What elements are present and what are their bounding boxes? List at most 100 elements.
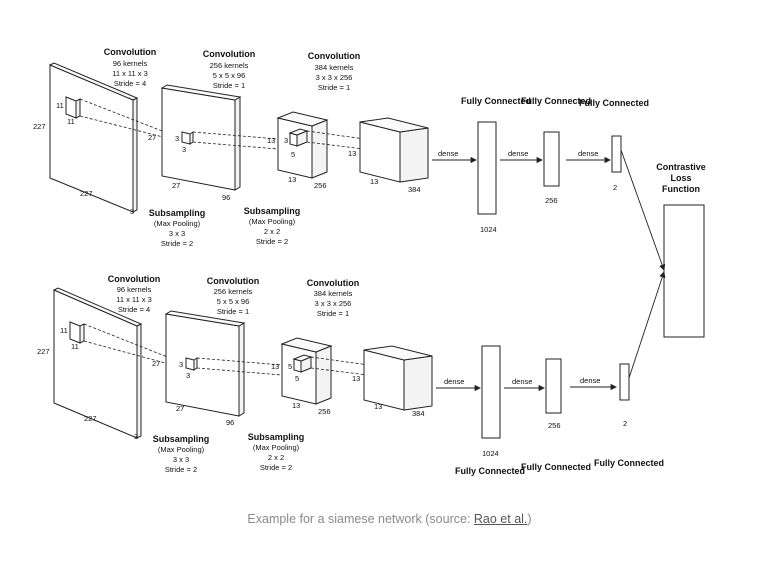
projection-line bbox=[192, 141, 291, 151]
subsampling1-detail: (Max Pooling) bbox=[154, 219, 201, 228]
kernel-1-label-a: 11 bbox=[60, 326, 68, 335]
fc2-title: Fully Connected bbox=[521, 462, 591, 472]
projection-line bbox=[306, 141, 373, 151]
projection-line bbox=[192, 131, 291, 141]
subsampling2-title: Subsampling bbox=[244, 206, 301, 216]
conv1-volume bbox=[165, 313, 240, 417]
input-volume-side bbox=[132, 97, 138, 213]
dense-label: dense bbox=[580, 376, 600, 385]
fc1-title: Fully Connected bbox=[455, 466, 525, 476]
subsampling2-detail: Stride = 2 bbox=[256, 237, 288, 246]
conv1-detail: 96 kernels bbox=[117, 285, 152, 294]
dense-label: dense bbox=[578, 149, 598, 158]
fc1-layer bbox=[477, 121, 497, 215]
fc3-layer bbox=[611, 135, 622, 173]
kernel-1-label-b: 11 bbox=[71, 342, 79, 351]
fc3-title: Fully Connected bbox=[579, 98, 649, 108]
caption-text: Example for a siamese network (source: bbox=[247, 512, 474, 526]
subsampling2-detail: (Max Pooling) bbox=[249, 217, 296, 226]
fc1-size-label: 1024 bbox=[480, 225, 497, 234]
loss-title: Function bbox=[662, 184, 700, 194]
conv1-depth-label: 96 bbox=[226, 418, 234, 427]
kernel-2 bbox=[185, 357, 195, 371]
conv1-volume bbox=[161, 87, 236, 191]
fc2-size-label: 256 bbox=[545, 196, 558, 205]
loss-arrow-top bbox=[620, 149, 666, 271]
conv2-height-label: 13 bbox=[267, 136, 275, 145]
figure-caption: Example for a siamese network (source: R… bbox=[0, 512, 779, 526]
input-depth-label: 3 bbox=[130, 207, 134, 216]
conv3-width-label: 13 bbox=[374, 402, 382, 411]
conv1-height-label: 27 bbox=[152, 359, 160, 368]
branch-top: 227 227 3 11 11 27 27 96 3 3 13 13 256 bbox=[33, 47, 649, 248]
conv3-title: Convolution bbox=[308, 51, 361, 61]
branch-bottom: 227 227 3 11 11 27 27 96 3 3 13 13 256 5… bbox=[37, 274, 664, 476]
projection-line bbox=[83, 323, 181, 363]
input-width-label: 227 bbox=[84, 414, 97, 423]
subsampling1-title: Subsampling bbox=[149, 208, 206, 218]
subsampling1-detail: 3 x 3 bbox=[173, 455, 189, 464]
loss-box bbox=[663, 204, 705, 338]
conv1-detail: Stride = 4 bbox=[118, 305, 150, 314]
subsampling1-detail: Stride = 2 bbox=[161, 239, 193, 248]
conv2-detail: 256 kernels bbox=[214, 287, 253, 296]
kernel-1 bbox=[69, 321, 81, 344]
conv1-title: Convolution bbox=[108, 274, 161, 284]
fc3-layer bbox=[619, 363, 630, 401]
fc3-size-label: 2 bbox=[623, 419, 627, 428]
conv2-detail: 5 x 5 x 96 bbox=[217, 297, 250, 306]
fc3-title: Fully Connected bbox=[594, 458, 664, 468]
kernel-3-label-a: 3 bbox=[284, 136, 288, 145]
conv3-detail: 384 kernels bbox=[314, 289, 353, 298]
kernel-2-label-a: 3 bbox=[175, 134, 179, 143]
fc1-size-label: 1024 bbox=[482, 449, 499, 458]
kernel-1-label-b: 11 bbox=[67, 117, 75, 126]
contrastive-loss: Contrastive Loss Function bbox=[620, 149, 706, 379]
loss-title: Contrastive bbox=[656, 162, 706, 172]
conv2-width-label: 13 bbox=[292, 401, 300, 410]
conv3-detail: 3 x 3 x 256 bbox=[315, 299, 352, 308]
input-width-label: 227 bbox=[80, 189, 93, 198]
conv2-title: Convolution bbox=[203, 49, 256, 59]
projection-line bbox=[79, 115, 176, 141]
input-height-label: 227 bbox=[37, 347, 50, 356]
fc2-layer bbox=[543, 131, 560, 187]
kernel-1-label-a: 11 bbox=[56, 101, 64, 110]
source-link[interactable]: Rao et al. bbox=[473, 512, 528, 526]
fc2-title: Fully Connected bbox=[521, 96, 591, 106]
kernel-3-label-b: 5 bbox=[295, 374, 299, 383]
conv1-detail: 96 kernels bbox=[113, 59, 148, 68]
input-height-label: 227 bbox=[33, 122, 46, 131]
projection-line bbox=[196, 357, 295, 367]
conv1-width-label: 27 bbox=[172, 181, 180, 190]
conv1-detail: Stride = 4 bbox=[114, 79, 146, 88]
conv3-width-label: 13 bbox=[370, 177, 378, 186]
conv2-height-label: 13 bbox=[271, 362, 279, 371]
subsampling2-detail: 2 x 2 bbox=[264, 227, 280, 236]
fc2-layer bbox=[545, 358, 562, 414]
conv3-detail: 384 kernels bbox=[315, 63, 354, 72]
kernel-1 bbox=[65, 96, 77, 119]
conv3-detail: Stride = 1 bbox=[318, 83, 350, 92]
subsampling2-detail: (Max Pooling) bbox=[253, 443, 300, 452]
conv2-depth-label: 256 bbox=[314, 181, 327, 190]
projection-line bbox=[83, 340, 181, 368]
conv2-detail: Stride = 1 bbox=[217, 307, 249, 316]
loss-arrow-bottom bbox=[628, 271, 666, 379]
projection-line bbox=[310, 367, 377, 377]
projection-line bbox=[196, 367, 295, 377]
subsampling1-detail: Stride = 2 bbox=[165, 465, 197, 474]
conv1-detail: 11 x 11 x 3 bbox=[116, 295, 152, 304]
projection-line bbox=[306, 130, 373, 141]
kernel-2-label-b: 3 bbox=[182, 145, 186, 154]
conv3-depth-label: 384 bbox=[412, 409, 425, 418]
conv1-width-label: 27 bbox=[176, 404, 184, 413]
conv3-height-label: 13 bbox=[352, 374, 360, 383]
conv1-height-label: 27 bbox=[148, 133, 156, 142]
kernel-3-label-b: 5 bbox=[291, 150, 295, 159]
projection-line bbox=[79, 98, 176, 137]
conv1-title: Convolution bbox=[104, 47, 157, 57]
kernel-2-label-b: 3 bbox=[186, 371, 190, 380]
subsampling2-detail: Stride = 2 bbox=[260, 463, 292, 472]
conv2-volume bbox=[277, 117, 313, 179]
